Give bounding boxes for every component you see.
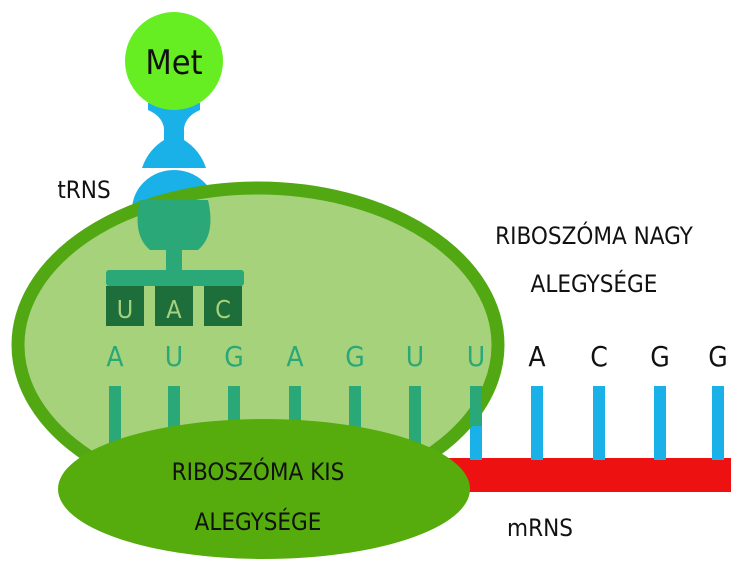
mrna-base-8: A — [528, 340, 546, 373]
base-stick-10 — [593, 386, 605, 460]
base-stick-11 — [654, 386, 666, 460]
trna-crossbar — [106, 270, 244, 286]
trna-neck — [142, 103, 206, 168]
mrna-base-2: U — [165, 340, 183, 373]
large-subunit-label-line2: ALEGYSÉGE — [531, 269, 658, 298]
small-subunit-label-line2: ALEGYSÉGE — [195, 507, 322, 536]
base-stick-7 — [470, 386, 482, 426]
anticodon-letter-3: C — [215, 295, 231, 324]
trna-inner-body — [138, 200, 211, 250]
met-label: Met — [145, 43, 202, 83]
mrna-base-10: G — [650, 340, 670, 373]
mrna-base-3: G — [224, 340, 244, 373]
base-stick-9 — [531, 386, 543, 460]
mrna-base-1: A — [106, 340, 124, 373]
large-subunit-label-line1: RIBOSZÓMA NAGY — [495, 220, 694, 250]
mrna-base-11: G — [708, 340, 728, 373]
anticodon-boxes: U A C — [106, 286, 242, 326]
mrna-base-7: U — [467, 340, 485, 373]
mrna-base-9: C — [590, 340, 608, 373]
small-subunit — [58, 419, 470, 559]
mrna-label: mRNS — [507, 514, 573, 542]
mrna-base-sticks-outside — [470, 386, 724, 460]
trna-label: tRNS — [57, 176, 110, 204]
base-stick-12 — [712, 386, 724, 460]
mrna-base-5: G — [345, 340, 365, 373]
small-subunit-label-line1: RIBOSZÓMA KIS — [172, 456, 345, 486]
mrna-backbone — [440, 458, 731, 492]
anticodon-letter-2: A — [166, 295, 182, 324]
mrna-base-6: U — [406, 340, 424, 373]
mrna-base-4: A — [286, 340, 304, 373]
anticodon-letter-1: U — [117, 295, 133, 324]
